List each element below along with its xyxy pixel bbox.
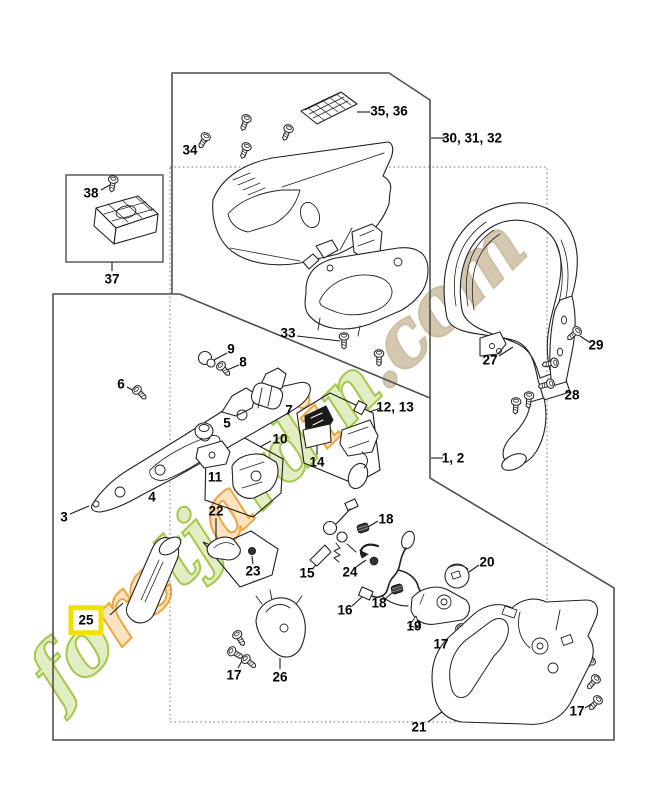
part-label-16[interactable]: 16 xyxy=(337,602,353,618)
part-label-18b[interactable]: 18 xyxy=(371,595,387,611)
parts-5-7 xyxy=(194,382,284,440)
part-engine-cover-drawing xyxy=(212,141,394,266)
part-15-drawing xyxy=(309,498,359,567)
part-label-26[interactable]: 26 xyxy=(272,669,288,685)
part-24-drawing xyxy=(359,543,380,566)
part-label-24[interactable]: 24 xyxy=(342,564,358,580)
part-label-23[interactable]: 23 xyxy=(245,563,261,579)
part-label-38[interactable]: 38 xyxy=(83,185,99,201)
part-label-10[interactable]: 10 xyxy=(272,431,288,447)
air-filter-box xyxy=(65,174,164,263)
parts-10-11-drawing xyxy=(195,440,279,499)
part-20-drawing xyxy=(444,563,470,589)
part-label-7[interactable]: 7 xyxy=(285,402,293,418)
part-label-3[interactable]: 3 xyxy=(60,509,68,525)
part-label-20[interactable]: 20 xyxy=(479,554,495,570)
part-label-18a[interactable]: 18 xyxy=(378,511,394,527)
part-front-handle-27-drawing xyxy=(443,202,578,471)
parts-22-23-drawing xyxy=(206,536,257,561)
part-label-37[interactable]: 37 xyxy=(104,271,120,287)
part-label-6[interactable]: 6 xyxy=(117,376,125,392)
part-mesh-35-36-drawing xyxy=(300,91,358,125)
part-label-19[interactable]: 19 xyxy=(406,618,422,634)
part-label-22[interactable]: 22 xyxy=(208,503,224,519)
part-19-drawing xyxy=(408,586,471,629)
part-label-29[interactable]: 29 xyxy=(588,337,604,353)
part-label-12-13[interactable]: 12, 13 xyxy=(376,399,414,415)
part-label-25[interactable]: 25 xyxy=(68,605,104,635)
part-label-35-36[interactable]: 35, 36 xyxy=(370,103,408,119)
part-label-8[interactable]: 8 xyxy=(239,354,247,370)
sub-assembly-dashed-box xyxy=(169,166,548,723)
part-grip-25-drawing xyxy=(125,536,182,624)
part-air-filter-37-drawing xyxy=(93,174,159,245)
part-label-9[interactable]: 9 xyxy=(227,341,235,357)
main-assembly-outline xyxy=(52,72,615,741)
part-label-15[interactable]: 15 xyxy=(299,565,315,581)
part-label-14[interactable]: 14 xyxy=(309,454,325,470)
part-filter-base-33-drawing xyxy=(302,223,429,367)
part-label-30-31-32[interactable]: 30, 31, 32 xyxy=(441,130,503,146)
part-26-drawing xyxy=(255,589,306,658)
part-label-28[interactable]: 28 xyxy=(564,387,580,403)
part-label-1-2[interactable]: 1, 2 xyxy=(441,450,465,466)
part-label-21[interactable]: 21 xyxy=(411,719,427,735)
part-label-5[interactable]: 5 xyxy=(223,415,231,431)
part-label-11[interactable]: 11 xyxy=(207,469,223,485)
part-label-33[interactable]: 33 xyxy=(280,325,296,341)
part-rear-housing-21-drawing xyxy=(431,598,599,725)
part-label-17c[interactable]: 17 xyxy=(569,703,585,719)
part-label-27[interactable]: 27 xyxy=(482,352,498,368)
part-label-4[interactable]: 4 xyxy=(148,489,156,505)
part-label-34[interactable]: 34 xyxy=(182,142,198,158)
parts-12-13-14-drawing xyxy=(302,400,379,490)
kit-box-22-23 xyxy=(202,530,279,588)
parts-6-8-9 xyxy=(130,350,234,403)
part-label-17a[interactable]: 17 xyxy=(433,636,449,652)
part-label-17b[interactable]: 17 xyxy=(226,667,242,683)
